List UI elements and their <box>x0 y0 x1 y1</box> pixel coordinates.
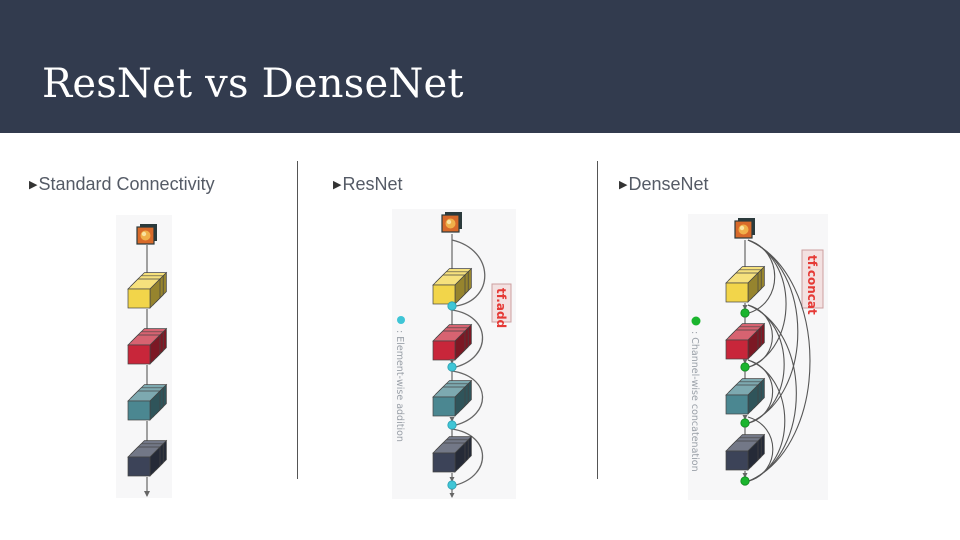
resnet-legend-text: : Element-wise addition <box>394 330 405 442</box>
column-divider <box>297 161 298 479</box>
heading-resnet: ▶ResNet <box>333 172 403 197</box>
bullet-triangle-icon: ▶ <box>619 179 628 191</box>
concat-node <box>740 476 750 486</box>
resnet-tag-box <box>491 283 512 323</box>
layer-block-dark <box>127 439 168 477</box>
layer-block-yellow <box>432 267 473 305</box>
concat-node <box>740 362 750 372</box>
column-divider <box>597 161 598 479</box>
skip-connection <box>451 370 484 426</box>
densenet-network-diagram <box>725 218 811 486</box>
concat-node-legend-icon <box>691 316 701 326</box>
heading-resnet-label: ResNet <box>342 174 403 194</box>
densenet-tag-text: tf.concat <box>805 255 819 315</box>
add-node <box>447 301 457 311</box>
input-image-icon <box>441 212 462 233</box>
heading-densenet-label: DenseNet <box>628 174 709 194</box>
add-node-legend-icon <box>397 316 405 324</box>
layer-block-red <box>432 323 473 361</box>
layer-block-teal <box>127 383 168 421</box>
layer-block-dark <box>725 433 766 471</box>
densenet-legend: : Channel-wise concatenation <box>689 316 701 472</box>
title-bar: ResNet vs DenseNet <box>0 0 960 133</box>
heading-standard-label: Standard Connectivity <box>38 174 215 194</box>
heading-densenet: ▶DenseNet <box>619 172 709 197</box>
layer-block-teal <box>432 379 473 417</box>
layer-block-dark <box>432 435 473 473</box>
bullet-triangle-icon: ▶ <box>29 179 38 191</box>
layer-block-red <box>725 322 766 360</box>
densenet-op-tag: tf.concat <box>801 249 824 315</box>
bullet-triangle-icon: ▶ <box>333 179 342 191</box>
densenet-legend-text: : Channel-wise concatenation <box>689 331 700 472</box>
layer-block-teal <box>725 377 766 415</box>
input-image-icon <box>734 218 755 239</box>
resnet-network-diagram <box>432 212 486 498</box>
dense-connection <box>747 239 811 482</box>
dense-connection <box>747 239 799 424</box>
add-node <box>447 362 457 372</box>
standard-network-diagram <box>127 224 168 497</box>
dense-connection <box>747 416 774 482</box>
skip-connection <box>451 309 484 368</box>
skip-connection <box>451 239 486 307</box>
resnet-tag-text: tf.add <box>494 288 508 328</box>
densenet-tag-box <box>801 249 824 309</box>
add-node <box>447 420 457 430</box>
heading-standard: ▶Standard Connectivity <box>29 172 215 197</box>
concat-node <box>740 418 750 428</box>
input-image-icon <box>136 224 157 245</box>
layer-block-red <box>127 327 168 365</box>
layer-block-yellow <box>127 271 168 309</box>
resnet-legend: : Element-wise addition <box>394 316 405 442</box>
concat-node <box>740 308 750 318</box>
resnet-op-tag: tf.add <box>491 283 512 328</box>
layer-block-yellow <box>725 265 766 303</box>
slide-title: ResNet vs DenseNet <box>42 61 464 107</box>
add-node <box>447 480 457 490</box>
skip-connection <box>451 428 484 486</box>
